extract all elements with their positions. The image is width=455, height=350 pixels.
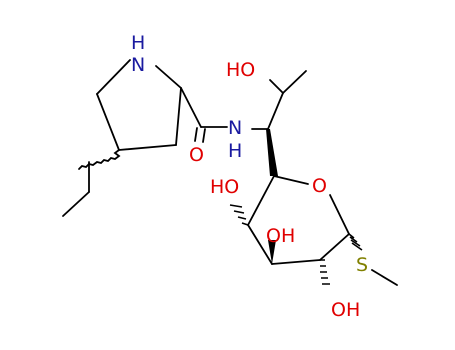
hydroxyl-c3: OH [266, 225, 295, 247]
ring-nh-hydrogen: H [131, 32, 145, 54]
bond-c2-c3 [271, 259, 321, 265]
bond-s-methyl [371, 269, 398, 286]
propyl-chain [62, 149, 121, 217]
hydroxyl-c2: OH [331, 299, 360, 321]
ring-oxygen: O [312, 175, 327, 197]
amide-group [180, 87, 269, 143]
sulfur-atom: S [356, 254, 368, 276]
bond-c8-methyl [282, 70, 307, 94]
bond-n1-c5 [96, 59, 131, 95]
bond-co-1 [194, 127, 198, 142]
bond-propyl-2 [62, 191, 90, 217]
wedge-bond-c6 [266, 129, 278, 176]
bond-c4-c5 [247, 175, 275, 226]
hydroxyl-c4: HO [210, 176, 239, 198]
bond-co-2 [202, 128, 206, 143]
bond-c6-c5 [273, 175, 309, 185]
bond-c1-c2 [319, 233, 350, 261]
pyrrolidine-ring [96, 59, 182, 151]
wedge-bond-c3-oh [268, 240, 276, 264]
side-chain-hydroxyl: HO [226, 59, 255, 81]
ring-nitrogen: N [131, 54, 145, 76]
bond-c2-n1 [155, 65, 182, 89]
amide-nh-hydrogen: H [228, 140, 242, 162]
bond-o-c1 [329, 194, 350, 235]
bond-c7-c8 [267, 92, 284, 130]
hash-bond-c1-s [348, 233, 363, 251]
amide-oxygen: O [189, 144, 204, 166]
pyranose-ring [247, 175, 350, 265]
bond-c2-camide [180, 87, 202, 128]
amide-nitrogen: N [228, 117, 242, 139]
bond-c8-oh [269, 79, 284, 94]
wavy-bond [78, 149, 121, 170]
bond-c4-c3 [118, 144, 177, 151]
thiomethyl-group [348, 233, 398, 286]
side-chain [267, 70, 307, 130]
hash-bond-c2-oh [320, 259, 330, 285]
bond-c3-c2 [175, 87, 182, 146]
bond-c3-c4 [247, 224, 273, 265]
hash-bond-c4-oh [229, 204, 249, 226]
bond-c5-c4 [96, 93, 120, 151]
